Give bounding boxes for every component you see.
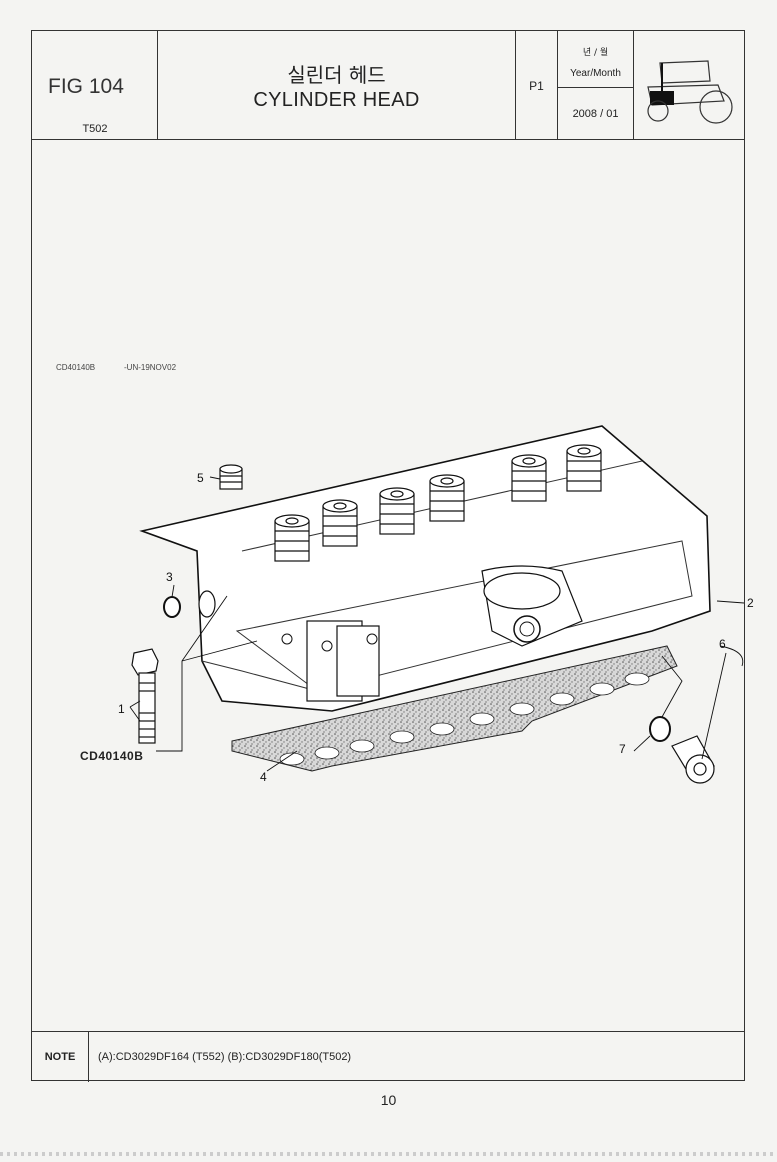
title-english: CYLINDER HEAD	[253, 89, 420, 111]
callout-labels: 5 3 1 4 2 6 7	[118, 471, 754, 784]
tractor-icon	[647, 60, 733, 124]
part-5-plug	[219, 464, 243, 490]
diagram-caption-code: CD40140B	[56, 363, 96, 372]
date-label-korean: 년 / 월	[582, 48, 609, 58]
note-label: NOTE	[32, 1032, 89, 1082]
fig-label: FIG 104	[48, 75, 124, 98]
part-7-washer	[649, 716, 671, 742]
part-3-washer	[163, 596, 181, 618]
callout-4: 4	[260, 770, 267, 784]
scan-artifact	[0, 1152, 777, 1156]
callout-2: 2	[747, 596, 754, 610]
page-number: 10	[380, 1092, 397, 1108]
page-code: P1	[529, 79, 544, 93]
page-frame: FIG 104 T502 실린더 헤드 CYLINDER HEAD P1 년 /…	[31, 30, 754, 1082]
note-row: NOTE (A):CD3029DF164 (T552) (B):CD3029DF…	[32, 1031, 744, 1082]
page-cell: P1	[516, 31, 558, 139]
part-1-bolt	[131, 648, 159, 744]
diagram-caption-stamp: -UN-19NOV02	[124, 363, 177, 372]
callout-3: 3	[166, 570, 173, 584]
title-korean: 실린더 헤드	[287, 63, 386, 87]
callout-5: 5	[197, 471, 204, 485]
divider	[558, 87, 633, 88]
part-6-plug	[671, 735, 715, 784]
callout-6: 6	[719, 637, 726, 651]
date-label-english: Year/Month	[570, 68, 621, 79]
callout-1: 1	[118, 702, 125, 716]
date-value: 2008 / 01	[572, 108, 619, 120]
title-block: FIG 104 T502 실린더 헤드 CYLINDER HEAD P1 년 /…	[32, 31, 744, 140]
head-gasket	[231, 645, 678, 772]
callout-7: 7	[619, 742, 626, 756]
note-text: (A):CD3029DF164 (T552) (B):CD3029DF180(T…	[98, 1051, 352, 1063]
fig-cell: FIG 104 T502	[32, 31, 158, 139]
icon-cell	[634, 31, 744, 139]
diagram-part-number: CD40140B	[80, 749, 144, 763]
cylinder-head-diagram: 5 3 1 4 2 6 7	[118, 425, 754, 784]
model-code: T502	[82, 123, 108, 135]
date-cell: 년 / 월 Year/Month 2008 / 01	[558, 31, 634, 139]
title-cell: 실린더 헤드 CYLINDER HEAD	[158, 31, 516, 139]
